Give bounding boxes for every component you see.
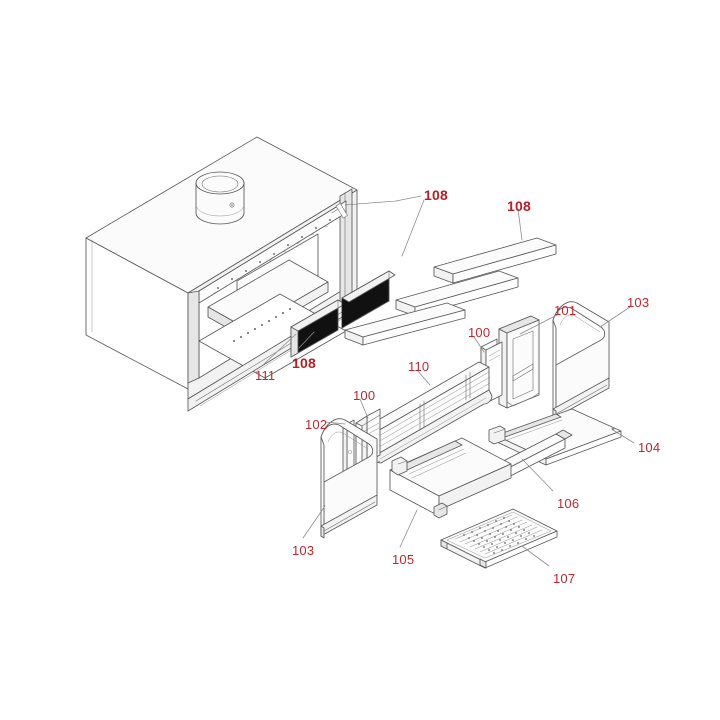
callout-106-11: 106	[557, 496, 580, 511]
callout-108-0: 108	[424, 187, 448, 203]
part-108-plate-upper	[433, 237, 557, 284]
callout-110-5: 110	[408, 359, 430, 374]
part-108-hatched-left	[290, 270, 396, 358]
frame-rivets-top	[217, 219, 331, 289]
callout-108-1: 108	[507, 198, 531, 214]
flue-collar	[195, 171, 245, 225]
part-103-side-panel-left	[320, 418, 378, 539]
door-hardware	[331, 203, 348, 219]
callout-108-7: 108	[292, 355, 316, 371]
callout-103-12: 103	[292, 543, 315, 558]
callout-105-13: 105	[392, 552, 415, 567]
callout-111-6: 111	[255, 368, 276, 383]
burner-perforations	[232, 307, 292, 343]
firebox-assembly	[85, 136, 358, 412]
part-105-base-tray	[389, 437, 512, 519]
leader-lines	[263, 195, 635, 567]
callout-101-2: 101	[554, 303, 577, 318]
part-100-rail-right	[480, 338, 503, 404]
callout-100-4: 100	[468, 325, 491, 340]
callout-107-14: 107	[553, 571, 576, 586]
part-108-plate-lower	[344, 302, 466, 346]
part-101-air-control-box	[498, 315, 540, 409]
part-103-side-panel-right	[552, 301, 610, 422]
part-107-perforated-grate	[440, 508, 558, 569]
callout-102-9: 102	[305, 417, 328, 432]
part-104-rear-plate	[488, 408, 622, 466]
grate-holes	[463, 517, 535, 554]
callout-103-3: 103	[627, 295, 650, 310]
callout-100-8: 100	[353, 388, 376, 403]
callout-104-10: 104	[638, 440, 661, 455]
